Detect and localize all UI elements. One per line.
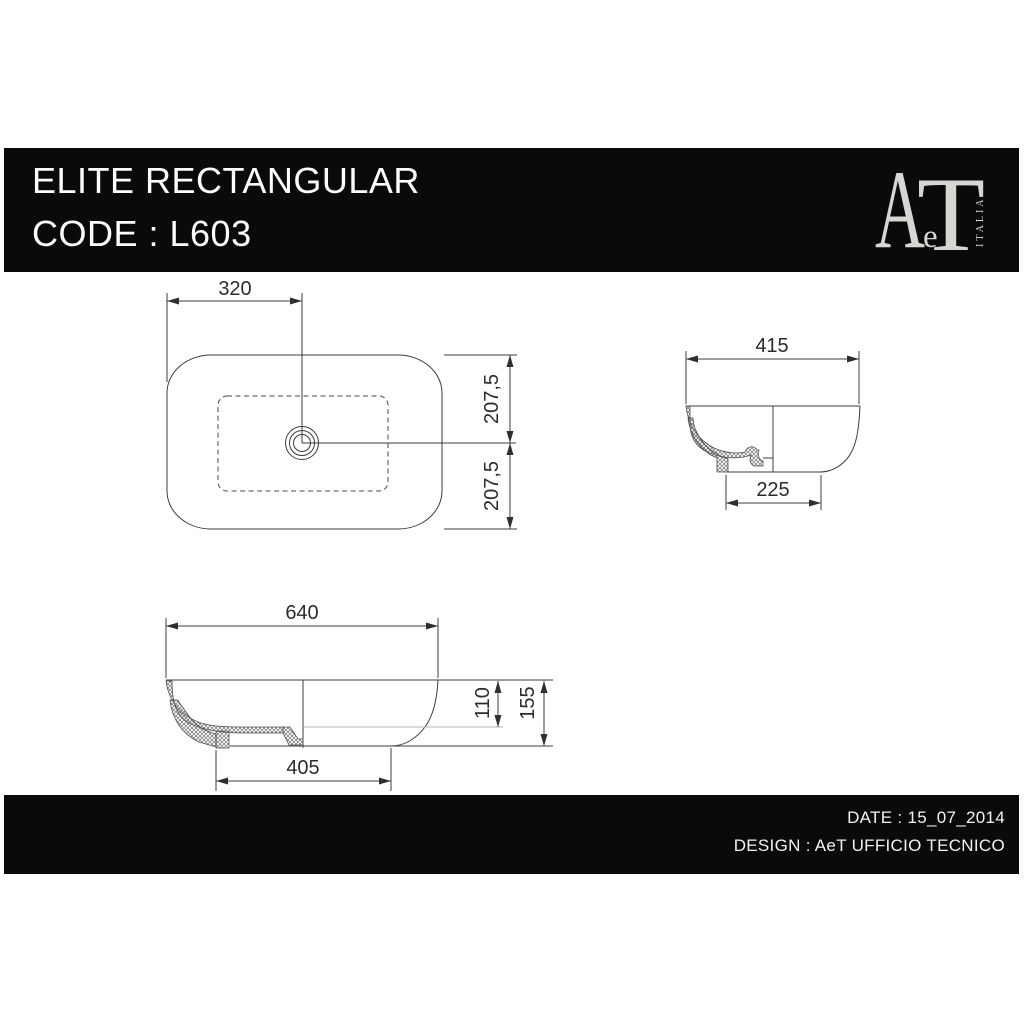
footer-design: DESIGN : AeT UFFICIO TECNICO [733,836,1005,855]
end-section-outline [685,405,861,473]
basin-outer-outline [166,354,443,530]
side-foot-section [215,730,230,749]
dim-label-415: 415 [755,335,788,357]
side-section-view: 640 110 155 405 [165,602,553,791]
side-right-profile [390,679,439,747]
top-view-dimension-lines [166,293,517,530]
end-right-profile [819,405,861,473]
aet-logo: A T e ITALIA [873,148,1003,273]
side-section-outline [165,679,553,749]
dim-label-405: 405 [286,757,319,779]
top-view-outline [166,354,443,530]
top-view: 320 207,5 207,5 [166,278,517,530]
end-bottom-section [687,417,729,473]
dim-label-207-5-lower: 207,5 [481,461,503,511]
header-bar: ELITE RECTANGULAR CODE : L603 A T e ITAL… [4,148,1019,273]
dim-label-640: 640 [285,602,318,624]
end-section-dimension-lines [685,351,860,510]
side-bottom-section [169,699,217,748]
product-code: CODE : L603 [32,213,252,254]
end-section-view: 415 225 [685,335,861,510]
dim-label-155: 155 [517,686,539,719]
logo-letter-t: T [917,167,985,267]
footer-date: DATE : 15_07_2014 [847,808,1005,827]
footer-bar: DATE : 15_07_2014 DESIGN : AeT UFFICIO T… [4,795,1019,874]
dim-label-110: 110 [472,687,494,719]
product-title: ELITE RECTANGULAR [32,160,420,201]
logo-country-label: ITALIA [975,196,986,247]
side-section-dimension-lines [165,618,548,791]
aet-logo-graphic: A T e ITALIA [875,148,986,273]
logo-letter-a: A [875,167,925,267]
side-drain-section [282,726,304,746]
dim-label-320: 320 [218,278,251,300]
dim-label-207-5-upper: 207,5 [481,374,503,424]
logo-letter-e: e [923,219,938,255]
dim-label-225: 225 [756,479,789,501]
header-titles: ELITE RECTANGULAR CODE : L603 [32,154,420,260]
